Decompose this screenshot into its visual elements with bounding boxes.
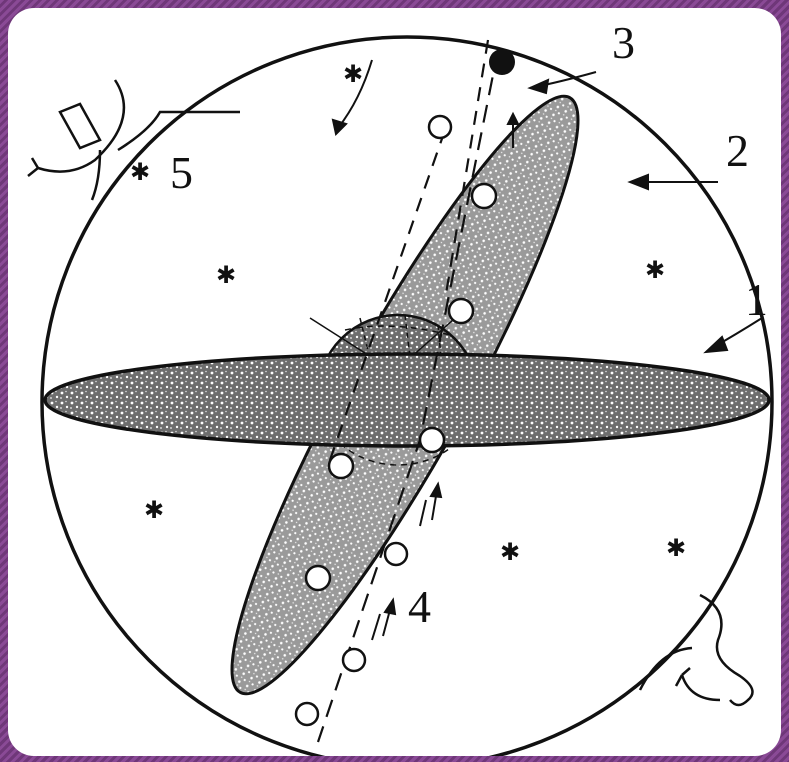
orbit-point	[472, 184, 496, 208]
orbit-point	[429, 116, 451, 138]
label-1: 1	[745, 274, 768, 325]
orbit-point	[385, 543, 407, 565]
orbit-point	[296, 703, 318, 725]
orbit-point	[449, 299, 473, 323]
orbit-point	[329, 454, 353, 478]
rotation-handle-bottom-right	[640, 595, 753, 705]
orbit-point	[420, 428, 444, 452]
celestial-equator-plane	[45, 354, 769, 446]
label-2: 2	[726, 125, 749, 176]
sun-dot	[489, 49, 515, 75]
star-icon: ✱	[666, 534, 686, 562]
label-3: 3	[612, 17, 635, 68]
label-4: 4	[408, 581, 431, 632]
star-icon: ✱	[343, 60, 363, 88]
celestial-sphere-diagram: ✱ ✱ ✱ ✱ ✱ ✱ ✱ 1 2 3 4 5	[8, 8, 781, 756]
star-icon: ✱	[144, 496, 164, 524]
orbit-point	[306, 566, 330, 590]
star-icon: ✱	[645, 256, 665, 284]
diagram-card: ✱ ✱ ✱ ✱ ✱ ✱ ✱ 1 2 3 4 5	[8, 8, 781, 756]
orbit-point	[343, 649, 365, 671]
star-icon: ✱	[500, 538, 520, 566]
star-icon: ✱	[216, 261, 236, 289]
star-icon: ✱	[130, 158, 150, 186]
label-5: 5	[170, 147, 193, 198]
